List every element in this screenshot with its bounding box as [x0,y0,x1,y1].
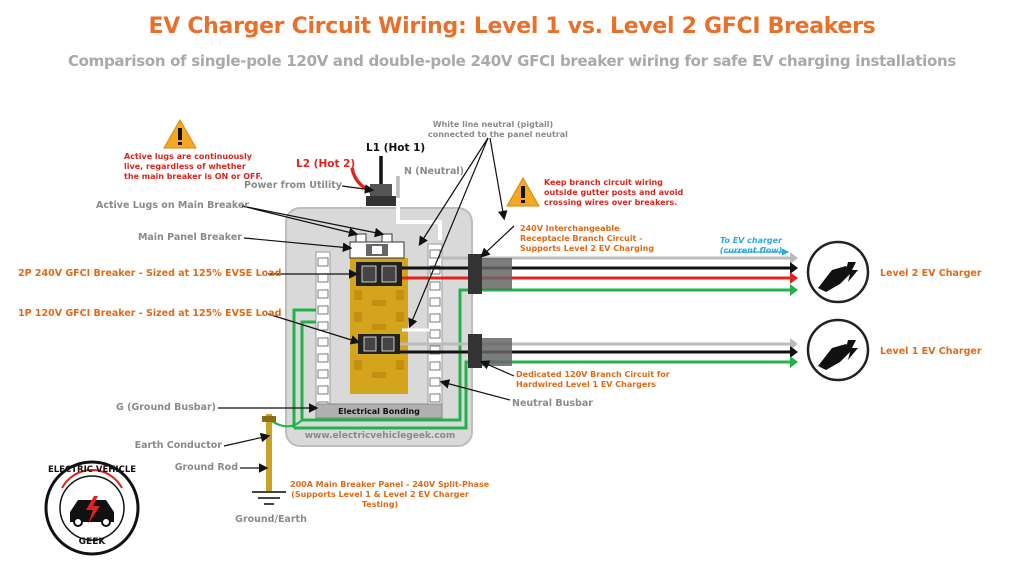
logo-top-text: ELECTRIC VEHICLE [47,465,137,475]
warning-icon [506,176,540,207]
neutral-label: N (Neutral) [404,166,464,177]
pigtail-note: White line neutral (pigtail) connected t… [428,120,568,139]
level2-charger-icon [806,240,870,304]
ground-rod-label: Ground Rod [174,462,238,473]
conduit-connectors [468,254,512,368]
logo-bottom-text: GEEK [78,537,106,547]
website-label: www.electricvehiclegeek.com [304,431,456,441]
1p-gfci-breaker [358,334,400,354]
ground-earth-label: Ground/Earth [235,514,307,525]
service-entrance [350,156,400,206]
1p-breaker-label: 1P 120V GFCI Breaker - Sized at 125% EVS… [18,308,282,319]
electric-vehicle-geek-logo [44,460,140,556]
earth-conductor-label: Earth Conductor [134,440,222,451]
main-panel-breaker-label: Main Panel Breaker [137,232,242,243]
gutter-warning: Keep branch circuit wiring outside gutte… [544,178,684,207]
power-from-utility-label: Power from Utility [243,180,342,191]
active-lugs-warning: Active lugs are continuously live, regar… [124,152,263,181]
ground-busbar [315,251,331,421]
wire-arrowheads [790,252,798,368]
to-ev-charger-label: To EV charger (current flow) [719,236,783,255]
leader-arrows [218,137,515,473]
active-lugs-label: Active Lugs on Main Breaker [96,200,250,211]
l2-hot2-label: L2 (Hot 2) [296,158,356,170]
level2-charger-label: Level 2 EV Charger [880,268,982,279]
branch-120v-label: Dedicated 120V Branch Circuit for Hardwi… [516,370,670,389]
ground-busbar-label: G (Ground Busbar) [116,402,216,413]
branch-240v-label: 240V Interchangeable Receptacle Branch C… [520,224,655,253]
main-panel-breaker [349,233,405,259]
l1-hot1-label: L1 (Hot 1) [366,142,426,154]
page-title: EV Charger Circuit Wiring: Level 1 vs. L… [148,14,876,39]
panel-caption: 200A Main Breaker Panel - 240V Split-Pha… [290,480,490,509]
2p-breaker-label: 2P 240V GFCI Breaker - Sized at 125% EVS… [18,268,282,279]
neutral-busbar-label: Neutral Busbar [512,398,593,409]
electrical-bonding-label: Electrical Bonding [338,407,420,416]
neutral-busbar [427,243,443,421]
warning-icon [163,118,197,149]
2p-gfci-breaker [356,262,402,286]
page-subtitle: Comparison of single-pole 120V and doubl… [67,52,957,70]
level1-charger-icon [806,318,870,382]
ground-rod [252,414,303,505]
level1-charger-label: Level 1 EV Charger [880,346,982,357]
